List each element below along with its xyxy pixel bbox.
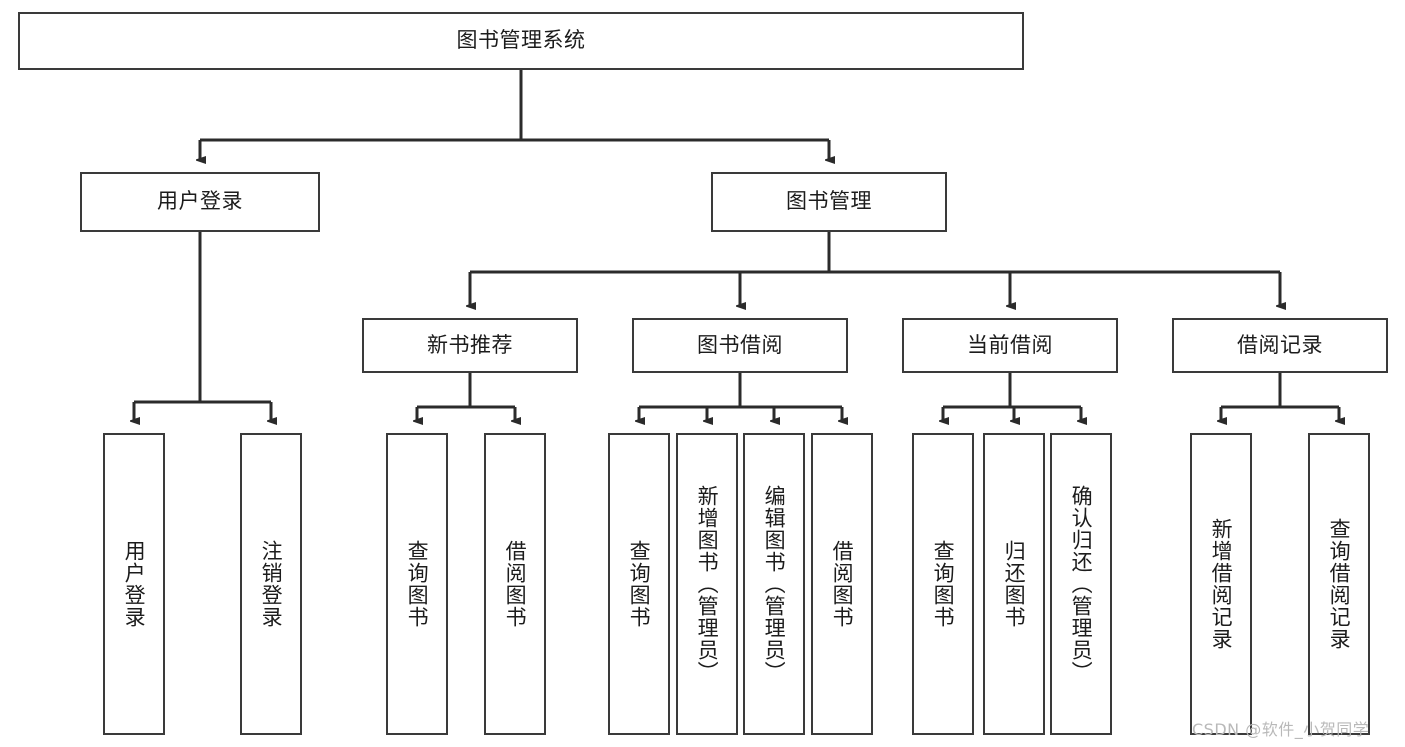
node-label: 查询借阅记录 [1327,518,1352,650]
node-root-system[interactable]: 图书管理系统 [18,12,1024,70]
node-function-confirm-return-admin[interactable]: 确认归还（管理员） [1050,433,1112,735]
node-function-user-login[interactable]: 用户登录 [103,433,165,735]
node-label: 新增借阅记录 [1209,518,1234,650]
node-function-return-book[interactable]: 归还图书 [983,433,1045,735]
node-function-add-borrow-record[interactable]: 新增借阅记录 [1190,433,1252,735]
node-function-borrow-book-rec[interactable]: 借阅图书 [484,433,546,735]
node-module-user-login[interactable]: 用户登录 [80,172,320,232]
node-label: 查询图书 [405,540,430,628]
connector-user-login-to-functions [134,232,271,421]
node-submodule-book-borrow[interactable]: 图书借阅 [632,318,848,373]
connector-book-manage-to-submodules [470,232,1280,306]
node-label: 借阅图书 [503,540,528,628]
node-module-book-manage[interactable]: 图书管理 [711,172,947,232]
node-function-query-book-current[interactable]: 查询图书 [912,433,974,735]
node-submodule-current-borrow[interactable]: 当前借阅 [902,318,1118,373]
node-label: 用户登录 [122,540,147,628]
node-label: 新增图书（管理员） [695,485,720,683]
node-label: 用户登录 [157,189,243,214]
node-function-add-book-admin[interactable]: 新增图书（管理员） [676,433,738,735]
node-function-user-logout[interactable]: 注销登录 [240,433,302,735]
node-label: 图书管理 [786,189,872,214]
node-function-borrow-book[interactable]: 借阅图书 [811,433,873,735]
connector-book-borrow-to-functions [639,373,842,421]
node-function-edit-book-admin[interactable]: 编辑图书（管理员） [743,433,805,735]
node-submodule-borrow-record[interactable]: 借阅记录 [1172,318,1388,373]
node-label: 注销登录 [259,540,284,628]
node-label: 归还图书 [1002,540,1027,628]
node-label: 查询图书 [627,540,652,628]
node-label: 新书推荐 [427,332,513,357]
connector-current-borrow-to-functions [943,373,1081,421]
node-label: 查询图书 [931,540,956,628]
node-function-query-book-rec[interactable]: 查询图书 [386,433,448,735]
watermark-text: CSDN @软件_小贺同学 [1192,720,1370,739]
node-label: 确认归还（管理员） [1069,485,1094,683]
connector-root-to-modules [200,70,829,160]
node-label: 当前借阅 [967,332,1053,357]
node-function-query-borrow-record[interactable]: 查询借阅记录 [1308,433,1370,735]
connector-new-book-rec-to-functions [417,373,515,421]
node-label: 借阅记录 [1237,332,1323,357]
node-label: 借阅图书 [830,540,855,628]
connector-borrow-record-to-functions [1221,373,1339,421]
node-submodule-new-book-rec[interactable]: 新书推荐 [362,318,578,373]
node-label: 编辑图书（管理员） [762,485,787,683]
node-label: 图书借阅 [697,332,783,357]
node-function-query-book-borrow[interactable]: 查询图书 [608,433,670,735]
node-label: 图书管理系统 [456,28,586,53]
